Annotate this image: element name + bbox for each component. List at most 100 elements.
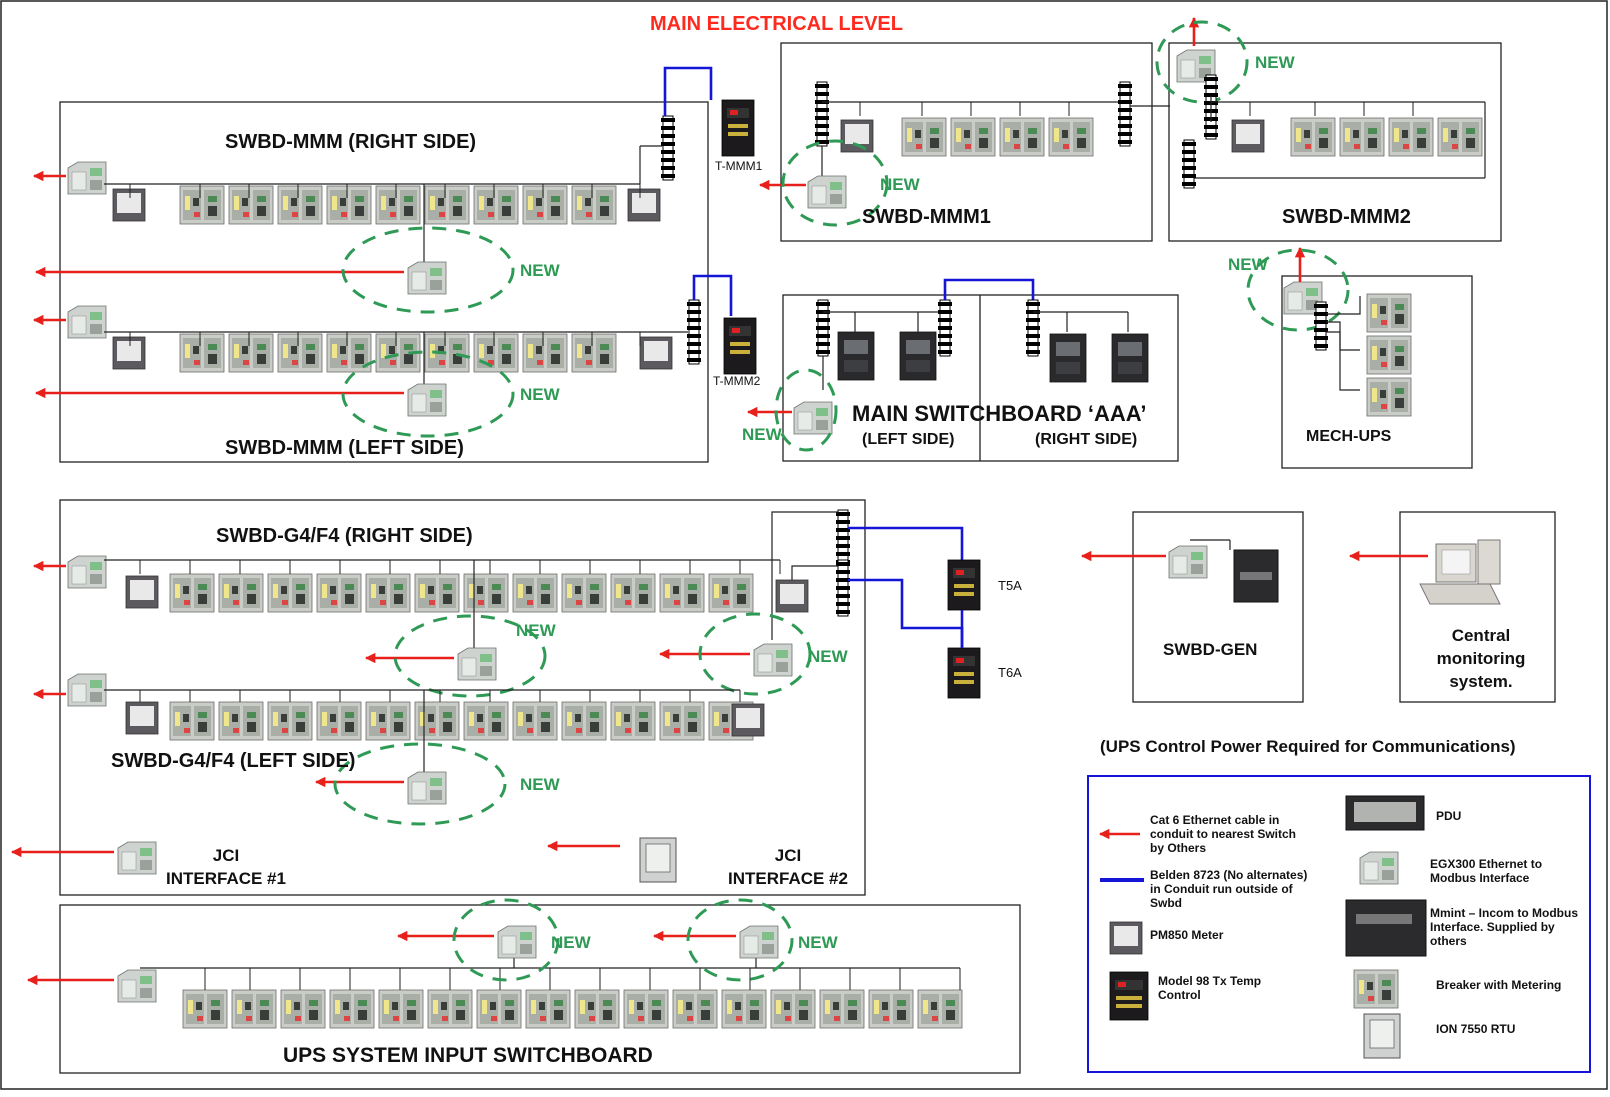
breaker-icon	[414, 701, 460, 741]
breaker-icon	[267, 701, 313, 741]
breaker-icon	[1366, 293, 1412, 333]
legend-pm850: PM850 Meter	[1150, 928, 1224, 942]
belden-cable	[943, 278, 1035, 300]
legend-ion: ION 7550 RTU	[1436, 1022, 1515, 1036]
new-label: NEW	[516, 621, 557, 640]
label-aaa-main: MAIN SWITCHBOARD ‘AAA’	[852, 401, 1147, 426]
label-jci2-b: INTERFACE #2	[728, 869, 848, 888]
breaker-icon	[610, 701, 656, 741]
legend-mmint-3: others	[1430, 934, 1467, 948]
egx300-icon	[793, 401, 833, 435]
connection-line	[771, 511, 838, 640]
breaker-icon	[917, 989, 963, 1029]
breaker-icon	[375, 185, 421, 225]
breaker-icon	[1437, 117, 1483, 157]
breaker-icon	[659, 701, 705, 741]
terminal-strip-icon	[815, 81, 829, 147]
egx300-icon	[67, 555, 107, 589]
legend-model98-1: Model 98 Tx Temp	[1158, 974, 1261, 988]
new-label: NEW	[808, 647, 849, 666]
generator-controller-icon	[1049, 333, 1087, 383]
new-device-ellipse	[341, 350, 515, 438]
model98-temp-control-icon	[721, 99, 755, 157]
breaker-icon	[473, 333, 519, 373]
new-device-ellipse	[1246, 248, 1350, 332]
label-mech-ups: MECH-UPS	[1306, 428, 1392, 445]
new-device-ellipse	[781, 139, 889, 227]
breaker-icon	[182, 989, 228, 1029]
breaker-icon	[623, 989, 669, 1029]
egx300-icon	[1283, 281, 1323, 315]
legend-belden-3: Swbd	[1150, 896, 1182, 910]
pm850-meter-icon	[125, 575, 159, 609]
breaker-icon	[574, 989, 620, 1029]
label-ups-input: UPS SYSTEM INPUT SWITCHBOARD	[283, 1044, 653, 1067]
egx300-icon	[407, 261, 447, 295]
breaker-icon	[228, 185, 274, 225]
new-device-ellipse	[393, 614, 547, 698]
breaker-icon	[280, 989, 326, 1029]
breaker-icon	[424, 333, 470, 373]
computer-keyboard-icon	[1419, 583, 1501, 605]
connection-line	[1326, 331, 1360, 391]
pm850-meter-icon	[775, 579, 809, 613]
pm850-meter-icon	[112, 336, 146, 370]
pm850-meter-icon	[112, 188, 146, 222]
label-aaa-left: (LEFT SIDE)	[862, 431, 954, 448]
legend-mmint-1: Mmint – Incom to Modbus	[1430, 906, 1578, 920]
model98-temp-control-icon	[723, 317, 757, 375]
egx300-icon	[1359, 851, 1399, 885]
egx300-icon	[67, 305, 107, 339]
breaker-icon	[561, 573, 607, 613]
generator-controller-icon	[1111, 333, 1149, 383]
connection-line	[1326, 296, 1361, 315]
legend-model98-2: Control	[1158, 988, 1201, 1002]
egx300-icon	[739, 925, 779, 959]
connection-line	[791, 565, 838, 580]
new-device-ellipse	[333, 742, 507, 826]
legend-ethernet-3: by Others	[1150, 841, 1206, 855]
breaker-icon	[365, 573, 411, 613]
legend-text: Cat 6 Ethernet cable in conduit to neare…	[1150, 809, 1578, 1036]
breaker-icon	[950, 117, 996, 157]
label-t-mmm1: T-MMM1	[715, 159, 763, 173]
egx300-icon	[117, 841, 157, 875]
breaker-icon	[463, 573, 509, 613]
breaker-icon	[424, 185, 470, 225]
breaker-icon	[218, 573, 264, 613]
breaker-icon	[770, 989, 816, 1029]
legend-mmint-2: Interface. Supplied by	[1430, 920, 1555, 934]
pm850-meter-icon	[731, 703, 765, 737]
egx300-icon	[407, 383, 447, 417]
label-t5a: T5A	[998, 578, 1022, 593]
egx300-icon	[117, 969, 157, 1003]
breaker-icon	[561, 701, 607, 741]
frame-swbd-mmm1	[780, 42, 1153, 242]
new-device-ellipse	[698, 612, 812, 696]
computer-tower-icon	[1477, 539, 1501, 585]
new-label: NEW	[551, 933, 592, 952]
labels: MAIN ELECTRICAL LEVEL SWBD-MMM (RIGHT SI…	[111, 13, 1525, 1067]
breaker-icon	[525, 989, 571, 1029]
breaker-icon	[522, 185, 568, 225]
generator-controller-icon	[899, 331, 937, 381]
terminal-strip-icon	[816, 299, 830, 357]
terminal-strip-icon	[1182, 139, 1196, 189]
legend-pdu: PDU	[1436, 809, 1461, 823]
egx300-icon	[67, 161, 107, 195]
label-jci2-a: JCI	[775, 846, 801, 865]
breaker-icon	[512, 701, 558, 741]
mmint-interface-label-plate	[1240, 572, 1272, 580]
new-label: NEW	[520, 775, 561, 794]
ion-legend-screen	[1369, 1019, 1395, 1049]
breaker-icon	[231, 989, 277, 1029]
transformer-labels: T-MMM1 T-MMM2 T5A T6A	[713, 159, 1022, 680]
label-g4-left: SWBD-G4/F4 (LEFT SIDE)	[111, 750, 355, 772]
generator-controller-icon	[837, 331, 875, 381]
egx300-icon	[807, 175, 847, 209]
breaker-icon	[326, 333, 372, 373]
label-mmm-right: SWBD-MMM (RIGHT SIDE)	[225, 131, 476, 153]
label-jci1-b: INTERFACE #1	[166, 869, 286, 888]
